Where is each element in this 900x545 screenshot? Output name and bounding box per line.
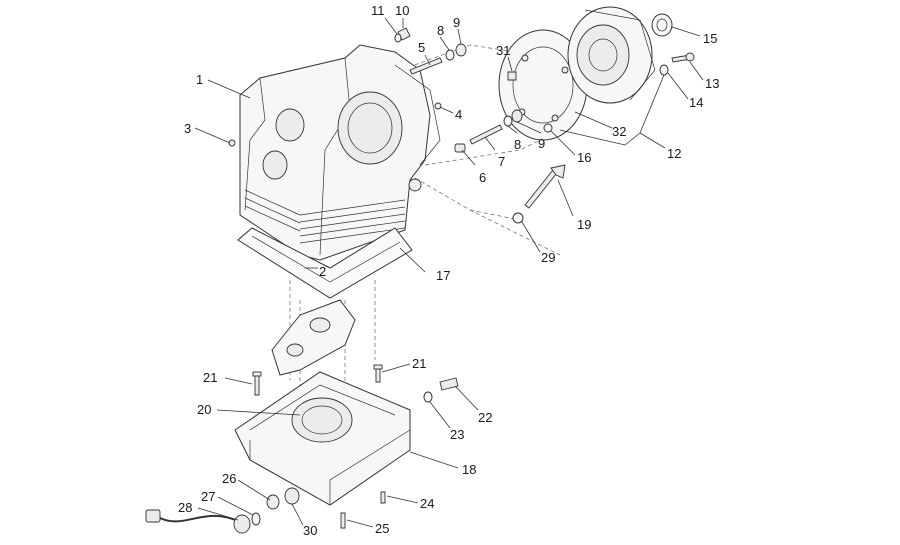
- callout-29: 29: [541, 250, 555, 265]
- stud-bolt-7: [469, 124, 503, 145]
- oil-pan-gasket: [237, 227, 413, 299]
- bolt-13: [671, 52, 695, 63]
- callout-7: 7: [498, 154, 505, 169]
- callout-12: 12: [667, 146, 681, 161]
- leader-lines: [194, 17, 704, 528]
- callout-4: 4: [455, 107, 462, 122]
- bolt-24: [380, 491, 386, 504]
- washer-8-mid: [503, 115, 513, 127]
- callout-20: 20: [197, 402, 211, 417]
- callout-8-top: 8: [437, 23, 444, 38]
- dipstick: [524, 164, 566, 209]
- callout-17: 17: [436, 268, 450, 283]
- o-ring-16: [543, 123, 553, 133]
- callout-11: 11: [371, 3, 385, 18]
- callout-23: 23: [450, 427, 464, 442]
- washer-27: [251, 512, 261, 526]
- screw-31: [507, 71, 517, 81]
- callout-13: 13: [705, 76, 719, 91]
- callout-labels: 1 2 3 4 5 6 7 8 8 9 9 10 11 12 13 14 15 …: [178, 3, 719, 538]
- plug-26: [266, 494, 280, 510]
- callout-14: 14: [689, 95, 703, 110]
- callout-28: 28: [178, 500, 192, 515]
- callout-2: 2: [319, 264, 326, 279]
- oil-pump-body: [271, 299, 356, 376]
- callout-25: 25: [375, 521, 389, 536]
- generator-housing: [567, 6, 656, 104]
- plug-30: [284, 487, 300, 505]
- washer-23: [423, 391, 433, 403]
- oil-pan: [234, 371, 411, 506]
- callout-8-mid: 8: [514, 137, 521, 152]
- washer-11: [394, 33, 402, 43]
- callout-18: 18: [462, 462, 476, 477]
- callout-9-mid: 9: [538, 136, 545, 151]
- o-ring-29: [512, 212, 524, 224]
- callout-31: 31: [496, 43, 510, 58]
- callout-30: 30: [303, 523, 317, 538]
- callout-21-right: 21: [412, 356, 426, 371]
- callout-9-top: 9: [453, 15, 460, 30]
- callout-6: 6: [479, 170, 486, 185]
- oil-sensor-cable: [145, 509, 251, 534]
- callout-27: 27: [201, 489, 215, 504]
- callout-22: 22: [478, 410, 492, 425]
- callout-10: 10: [395, 3, 409, 18]
- stud-bolt-5: [409, 57, 443, 75]
- washer-8-top: [445, 49, 455, 61]
- bolt-21-right: [373, 364, 383, 383]
- plug-22: [439, 377, 459, 391]
- oil-seal: [651, 13, 673, 37]
- bolt-21-left: [252, 371, 262, 396]
- callout-32: 32: [612, 124, 626, 139]
- callout-26: 26: [222, 471, 236, 486]
- callout-19: 19: [577, 217, 591, 232]
- crankcase-block: [239, 44, 441, 261]
- bolt-25: [340, 512, 346, 529]
- callout-15: 15: [703, 31, 717, 46]
- dowel-6: [454, 143, 466, 153]
- callout-5: 5: [418, 40, 425, 55]
- callout-24: 24: [420, 496, 434, 511]
- nut-9-top: [455, 43, 467, 57]
- callout-1: 1: [196, 72, 203, 87]
- pin-4: [434, 102, 442, 110]
- washer-14: [659, 64, 669, 76]
- callout-3: 3: [184, 121, 191, 136]
- callout-16: 16: [577, 150, 591, 165]
- callout-21-left: 21: [203, 370, 217, 385]
- nut-9-mid: [511, 109, 523, 123]
